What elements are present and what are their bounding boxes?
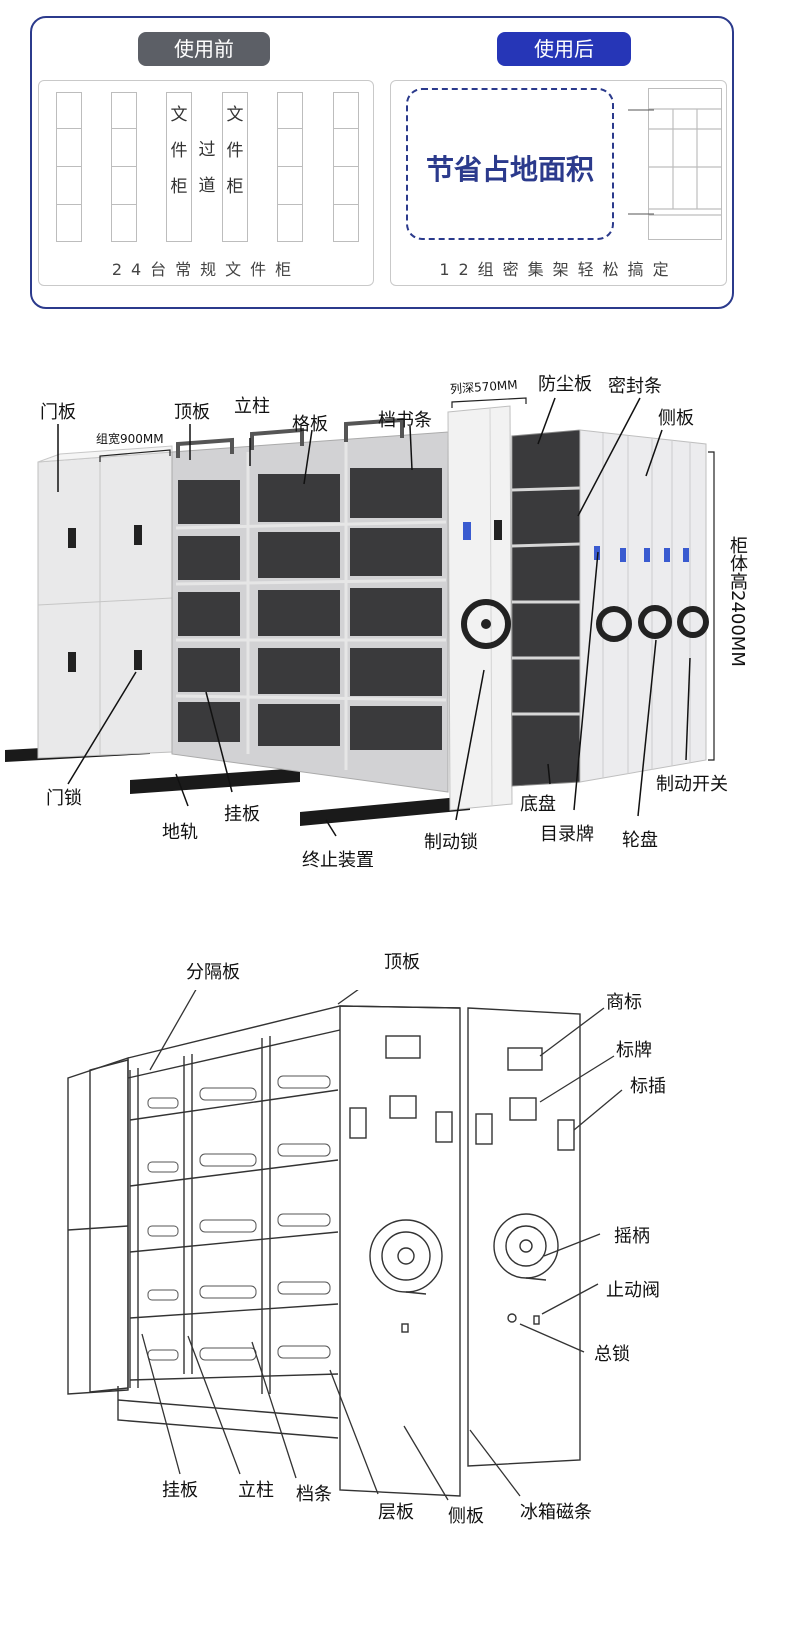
label-shelf: 格板 — [292, 414, 328, 435]
label-rail: 地轨 — [162, 822, 198, 843]
label-layer-board: 层板 — [378, 1502, 414, 1523]
cabinet-outline-1 — [56, 92, 82, 242]
cabinet-outline-5 — [277, 92, 303, 242]
grid-pointer-lines — [628, 109, 654, 215]
after-caption: 12组密集架轻松搞定 — [439, 260, 678, 279]
before-caption: 24台常规文件柜 — [111, 260, 301, 279]
comparison-frame — [30, 16, 734, 309]
label-wheel: 轮盘 — [622, 830, 658, 851]
after-tag: 使用后 — [497, 32, 631, 66]
label-book-strip: 档书条 — [378, 410, 432, 431]
label-column: 立柱 — [234, 396, 270, 417]
label-fridge-magnet: 冰箱磁条 — [520, 1502, 592, 1523]
before-tag: 使用前 — [138, 32, 270, 66]
save-text: 节省占地面积 — [425, 153, 594, 186]
aisle-label: 过 道 — [198, 140, 216, 196]
label-divider: 分隔板 — [186, 962, 240, 983]
label-seal-strip: 密封条 — [608, 376, 662, 397]
label-trademark: 商标 — [606, 992, 642, 1013]
label-top-panel-2: 顶板 — [384, 952, 420, 973]
label-strip: 档条 — [296, 1484, 332, 1505]
label-base-plate: 底盘 — [520, 794, 556, 815]
saved-area-box: 节省占地面积 — [406, 88, 614, 240]
label-hang-board-2: 挂板 — [162, 1480, 198, 1501]
label-column-2: 立柱 — [238, 1480, 274, 1501]
cabinet-outline-2 — [111, 92, 137, 242]
label-side-panel: 侧板 — [658, 408, 694, 429]
label-hang-board: 挂板 — [224, 804, 260, 825]
label-door-lock: 门锁 — [46, 788, 82, 809]
label-top-panel: 顶板 — [174, 402, 210, 423]
label-label-insert: 标插 — [630, 1076, 666, 1097]
label-brake-lock: 制动锁 — [424, 832, 478, 853]
label-master-lock: 总锁 — [594, 1344, 630, 1365]
line-drawing-illustration — [67, 990, 623, 1501]
label-nameplate: 标牌 — [616, 1040, 652, 1061]
label-stop-valve: 止动阀 — [606, 1280, 660, 1301]
label-side-panel-2: 侧板 — [448, 1506, 484, 1527]
cabinet-labeled-right: 文 件 柜 — [222, 92, 248, 242]
cabinet-labeled-left: 文 件 柜 — [166, 92, 192, 242]
before-panel — [38, 80, 374, 286]
label-brake-switch: 制动开关 — [656, 774, 728, 795]
label-door-panel: 门板 — [40, 402, 76, 423]
label-group-width: 组宽900MM — [96, 432, 164, 446]
label-dust-board: 防尘板 — [538, 374, 592, 395]
compact-shelving-illustration — [5, 397, 715, 837]
label-catalog-plate: 目录牌 — [540, 824, 594, 845]
after-panel — [390, 80, 727, 286]
compact-shelf-grid — [648, 88, 722, 240]
label-stop-device: 终止装置 — [302, 850, 374, 871]
label-handle: 摇柄 — [614, 1226, 650, 1247]
label-cabinet-height: 柜体高2400MM — [727, 536, 748, 667]
cabinet-outline-6 — [333, 92, 359, 242]
